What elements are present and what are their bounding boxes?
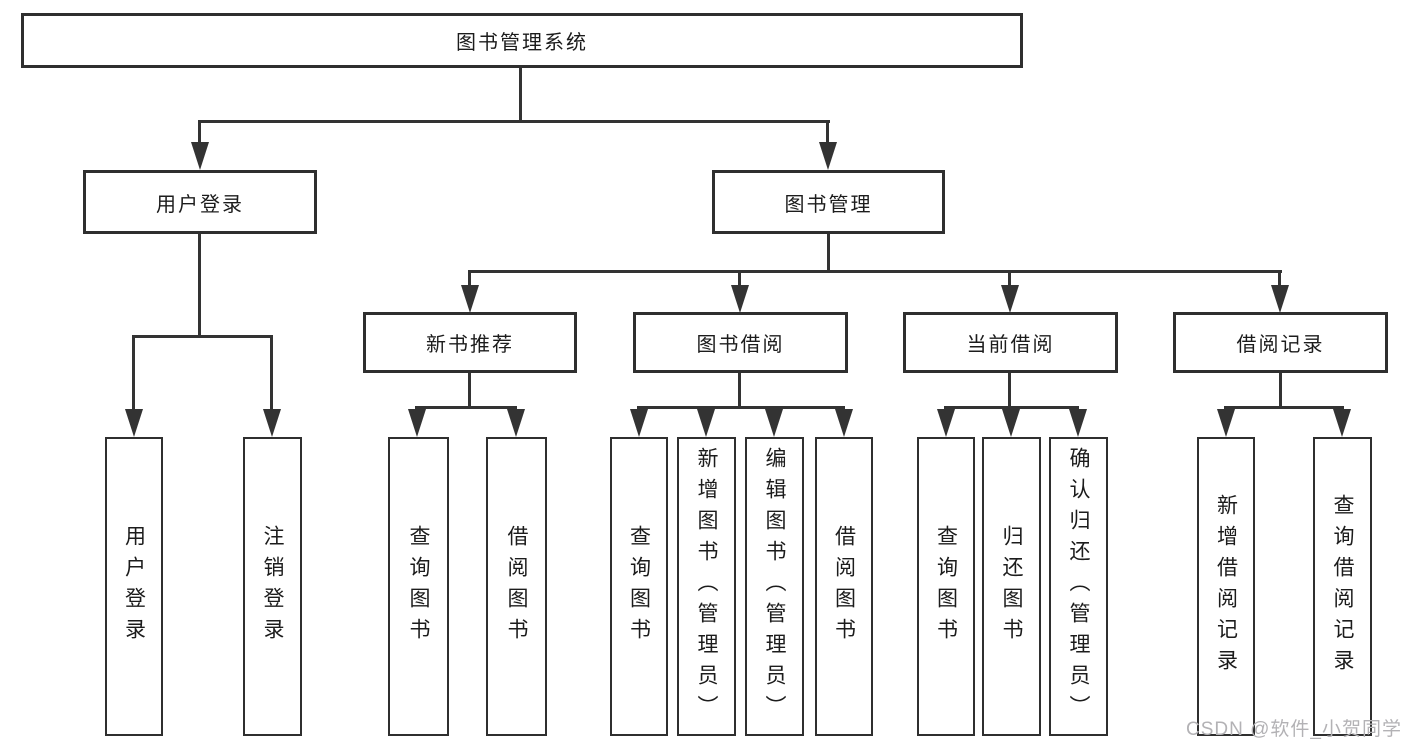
leaf-return-books: 归还图书 bbox=[982, 437, 1041, 736]
connector-root-stub bbox=[519, 67, 522, 123]
arrowhead-leaf bbox=[1069, 409, 1087, 437]
connector-arrow-line bbox=[1008, 270, 1011, 288]
leaf-confirm-return-admin: 确认归还（管理员） bbox=[1049, 437, 1108, 736]
arrowhead-current-borrow bbox=[1001, 285, 1019, 313]
leaf-search-borrow-record: 查询借阅记录 bbox=[1313, 437, 1372, 736]
arrowhead-leaf bbox=[1002, 409, 1020, 437]
connector-newbook-stub bbox=[468, 372, 471, 409]
connector-currentborrow-stub bbox=[1008, 372, 1011, 409]
node-borrow-records: 借阅记录 bbox=[1173, 312, 1388, 373]
arrowhead-leaf bbox=[937, 409, 955, 437]
arrowhead-leaf bbox=[1217, 409, 1235, 437]
leaf-edit-books-admin-label: 编辑图书（管理员） bbox=[763, 447, 786, 726]
connector-currentborrow-bar bbox=[945, 406, 1079, 409]
node-current-borrow-label: 当前借阅 bbox=[966, 334, 1055, 356]
connector-arrow-line bbox=[738, 270, 741, 288]
connector-arrow-line bbox=[1278, 270, 1281, 288]
arrowhead-leaf bbox=[697, 409, 715, 437]
node-user-login-label: 用户登录 bbox=[156, 193, 244, 216]
connector-arrow-line bbox=[198, 120, 201, 146]
connector-bookmgmt-stub bbox=[827, 232, 830, 273]
leaf-add-borrow-record: 新增借阅记录 bbox=[1197, 437, 1255, 736]
connector-newbook-bar bbox=[416, 406, 517, 409]
leaf-return-books-label: 归还图书 bbox=[1000, 524, 1023, 649]
leaf-search-books-recommend: 查询图书 bbox=[388, 437, 449, 736]
node-library-system: 图书管理系统 bbox=[21, 13, 1023, 68]
connector-bookborrow-bar bbox=[638, 406, 845, 409]
arrowhead-leaf bbox=[1333, 409, 1351, 437]
leaf-user-login: 用户登录 bbox=[105, 437, 163, 736]
leaf-logout: 注销登录 bbox=[243, 437, 302, 736]
arrowhead-book-management bbox=[819, 142, 837, 170]
connector-arrow-line bbox=[270, 335, 273, 413]
connector-bookborrow-stub bbox=[738, 372, 741, 409]
connector-borrowrecords-stub bbox=[1279, 372, 1282, 409]
arrowhead-leaf-user-login bbox=[125, 409, 143, 437]
arrowhead-user-login bbox=[191, 142, 209, 170]
connector-level3-bar bbox=[468, 270, 1282, 273]
node-library-system-label: 图书管理系统 bbox=[456, 32, 588, 54]
node-book-management-label: 图书管理 bbox=[784, 193, 873, 216]
leaf-confirm-return-admin-label: 确认归还（管理员） bbox=[1067, 447, 1090, 726]
leaf-search-books-current: 查询图书 bbox=[917, 437, 975, 736]
leaf-user-login-label: 用户登录 bbox=[122, 524, 146, 649]
leaf-borrow-books-recommend-label: 借阅图书 bbox=[505, 524, 528, 649]
leaf-add-books-admin-label: 新增图书（管理员） bbox=[695, 447, 718, 726]
csdn-watermark: CSDN @软件_小贺同学 bbox=[1186, 719, 1402, 740]
leaf-search-borrow-record-label: 查询借阅记录 bbox=[1331, 493, 1354, 680]
arrowhead-new-book bbox=[461, 285, 479, 313]
leaf-borrow-books: 借阅图书 bbox=[815, 437, 873, 736]
node-new-book-recommend-label: 新书推荐 bbox=[426, 334, 514, 356]
connector-userlogin-stub bbox=[198, 234, 201, 338]
arrowhead-book-borrow bbox=[731, 285, 749, 313]
arrowhead-leaf bbox=[408, 409, 426, 437]
connector-userlogin-bar bbox=[133, 335, 273, 338]
node-user-login: 用户登录 bbox=[83, 170, 317, 234]
leaf-search-books-borrow: 查询图书 bbox=[610, 437, 668, 736]
leaf-search-books-recommend-label: 查询图书 bbox=[407, 524, 430, 649]
node-book-borrow: 图书借阅 bbox=[633, 312, 848, 373]
connector-arrow-line bbox=[132, 335, 135, 413]
arrowhead-leaf bbox=[765, 409, 783, 437]
connector-borrowrecords-bar bbox=[1224, 406, 1344, 409]
leaf-edit-books-admin: 编辑图书（管理员） bbox=[745, 437, 804, 736]
leaf-logout-label: 注销登录 bbox=[261, 524, 284, 649]
connector-arrow-line bbox=[826, 120, 829, 146]
node-new-book-recommend: 新书推荐 bbox=[363, 312, 577, 373]
node-current-borrow: 当前借阅 bbox=[903, 312, 1118, 373]
arrowhead-borrow-records bbox=[1271, 285, 1289, 313]
leaf-add-borrow-record-label: 新增借阅记录 bbox=[1214, 493, 1238, 680]
connector-arrow-line bbox=[468, 270, 471, 288]
arrowhead-leaf bbox=[630, 409, 648, 437]
node-book-management: 图书管理 bbox=[712, 170, 945, 234]
leaf-borrow-books-recommend: 借阅图书 bbox=[486, 437, 547, 736]
leaf-borrow-books-label: 借阅图书 bbox=[832, 524, 856, 649]
connector-level2-bar bbox=[198, 120, 830, 123]
leaf-add-books-admin: 新增图书（管理员） bbox=[677, 437, 736, 736]
arrowhead-leaf bbox=[507, 409, 525, 437]
leaf-search-books-borrow-label: 查询图书 bbox=[627, 524, 651, 649]
arrowhead-leaf bbox=[835, 409, 853, 437]
node-book-borrow-label: 图书借阅 bbox=[696, 334, 785, 356]
arrowhead-leaf-logout bbox=[263, 409, 281, 437]
node-borrow-records-label: 借阅记录 bbox=[1236, 334, 1325, 356]
leaf-search-books-current-label: 查询图书 bbox=[934, 524, 958, 649]
